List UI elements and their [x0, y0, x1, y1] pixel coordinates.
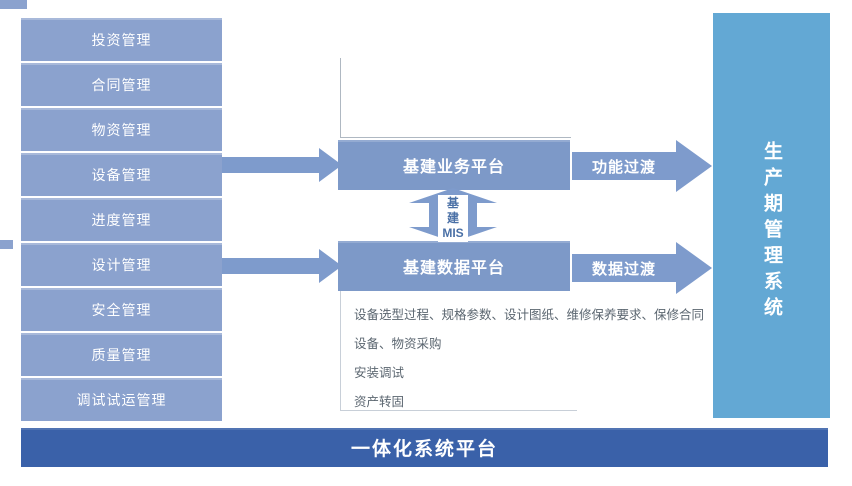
box-investment-management: 投资管理 [21, 18, 222, 61]
right-arrow-icon [572, 242, 712, 294]
cropped-shape-fragment [0, 0, 27, 9]
box-materials-management: 物资管理 [21, 108, 222, 151]
arrow-data-transition: 数据过渡 [572, 242, 712, 294]
box-contract-management: 合同管理 [21, 63, 222, 106]
production-period-system-title: 生产期管理系统 [761, 141, 782, 323]
detail-item: 设备、物资采购 [354, 337, 442, 351]
updown-arrow-mis-link: 基 建 MIS [409, 188, 497, 242]
box-commissioning-management: 调试试运管理 [21, 378, 222, 421]
box-quality-management: 质量管理 [21, 333, 222, 376]
right-arrow-icon [572, 140, 712, 192]
arrow-to-data-platform [222, 249, 342, 283]
mis-link-label: 基 建 MIS [438, 195, 468, 242]
mis-line: 基 [446, 196, 459, 210]
outline-container [340, 58, 571, 138]
cropped-shape-fragment [0, 240, 13, 249]
box-progress-management: 进度管理 [21, 198, 222, 241]
construction-data-detail-list: 设备选型过程、规格参数、设计图纸、维修保养要求、保修合同 设备、物资采购 安装调… [340, 291, 705, 411]
box-design-management: 设计管理 [21, 243, 222, 286]
box-construction-data-platform: 基建数据平台 [338, 241, 570, 291]
mis-line: MIS [442, 226, 464, 240]
box-safety-management: 安全管理 [21, 288, 222, 331]
detail-item: 设备选型过程、规格参数、设计图纸、维修保养要求、保修合同 [354, 308, 705, 322]
detail-item: 安装调试 [354, 366, 405, 380]
arrow-to-business-platform [222, 148, 342, 182]
data-transition-label: 数据过渡 [591, 260, 656, 278]
management-module-column: 投资管理 合同管理 物资管理 设备管理 进度管理 设计管理 安全管理 质量管理 … [21, 18, 222, 421]
mis-line: 建 [446, 211, 459, 225]
function-transition-label: 功能过渡 [591, 158, 656, 176]
arrow-function-transition: 功能过渡 [572, 140, 712, 192]
box-equipment-management: 设备管理 [21, 153, 222, 196]
production-period-system-panel: 生产期管理系统 [713, 13, 830, 418]
integrated-platform-bar: 一体化系统平台 [21, 428, 828, 467]
box-construction-business-platform: 基建业务平台 [338, 140, 570, 190]
detail-item: 资产转固 [354, 395, 405, 409]
